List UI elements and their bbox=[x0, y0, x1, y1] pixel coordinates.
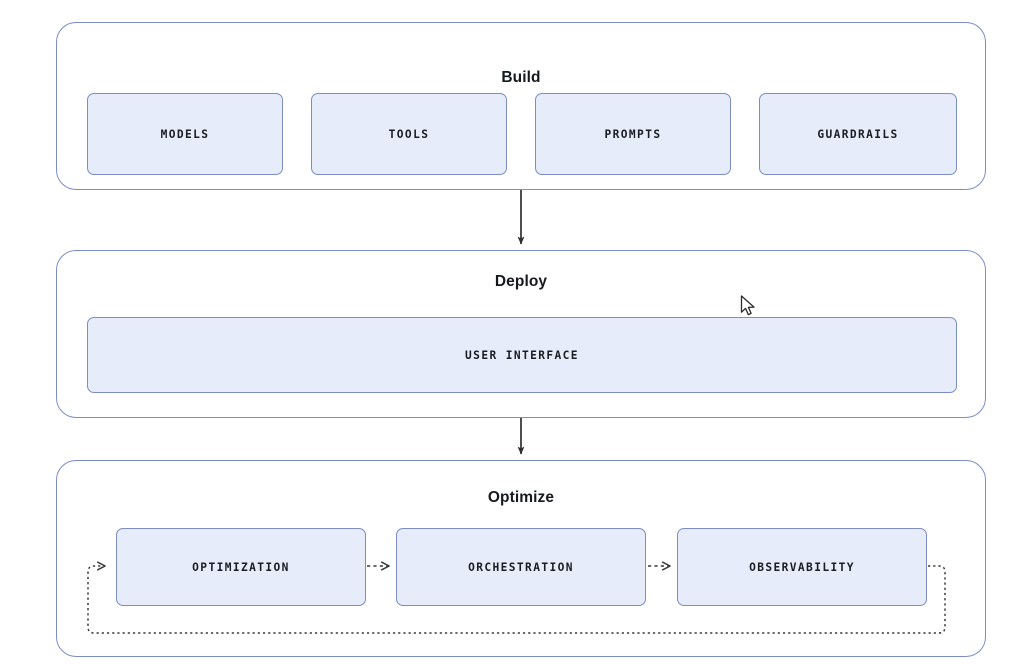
node-label-orchestration: ORCHESTRATION bbox=[468, 560, 574, 574]
node-user-interface[interactable]: USER INTERFACE bbox=[87, 317, 957, 393]
node-label-guardrails: GUARDRAILS bbox=[817, 127, 899, 141]
node-label-prompts: PROMPTS bbox=[604, 127, 662, 141]
node-label-tools: TOOLS bbox=[388, 127, 430, 141]
stage-container-deploy[interactable]: Deploy USER INTERFACE bbox=[56, 250, 986, 418]
stage-container-optimize[interactable]: Optimize OPTIMIZATION ORCHESTRATION OBSE… bbox=[56, 460, 986, 657]
node-observability[interactable]: OBSERVABILITY bbox=[677, 528, 927, 606]
node-orchestration[interactable]: ORCHESTRATION bbox=[396, 528, 646, 606]
node-optimization[interactable]: OPTIMIZATION bbox=[116, 528, 366, 606]
node-tools[interactable]: TOOLS bbox=[311, 93, 507, 175]
node-label-optimization: OPTIMIZATION bbox=[192, 560, 290, 574]
node-models[interactable]: MODELS bbox=[87, 93, 283, 175]
node-guardrails[interactable]: GUARDRAILS bbox=[759, 93, 957, 175]
stage-title-optimize: Optimize bbox=[487, 489, 555, 506]
stage-container-build[interactable]: Build MODELS TOOLS PROMPTS GUARDRAILS bbox=[56, 22, 986, 190]
stage-title-deploy: Deploy bbox=[494, 273, 548, 290]
node-prompts[interactable]: PROMPTS bbox=[535, 93, 731, 175]
node-label-observability: OBSERVABILITY bbox=[749, 560, 855, 574]
stage-title-build: Build bbox=[501, 69, 541, 86]
node-label-user-interface: USER INTERFACE bbox=[465, 348, 579, 362]
node-label-models: MODELS bbox=[160, 127, 210, 141]
